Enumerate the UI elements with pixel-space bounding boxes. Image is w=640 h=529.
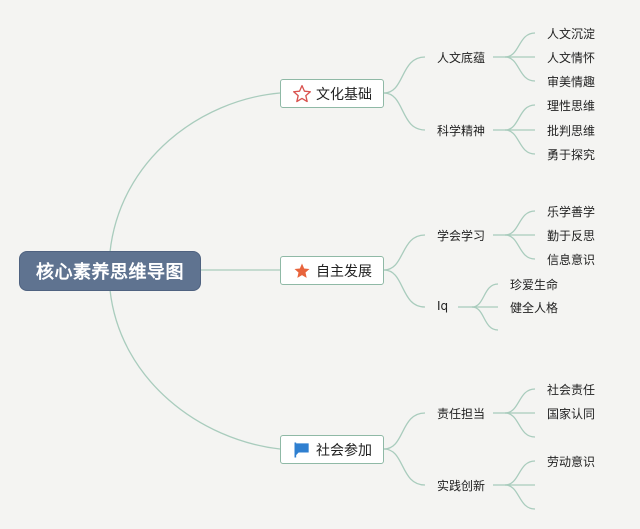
branch-label: 自主发展 (316, 263, 372, 280)
subtopic-iq[interactable]: Iq (437, 299, 449, 313)
subtopic-humanities[interactable]: 人文底蕴 (437, 51, 486, 65)
connector-culture-science (383, 92, 426, 131)
star-outline-icon (292, 84, 312, 104)
connector-development-iq (383, 269, 426, 308)
leaf-topic[interactable]: 审美情趣 (547, 75, 596, 89)
connector-society-practice (383, 448, 426, 486)
connector-lines (109, 32, 536, 510)
root-topic[interactable]: 核心素养思维导图 (20, 252, 200, 290)
flag-icon (292, 440, 312, 460)
leaf-topic[interactable]: 勤于反思 (547, 229, 596, 243)
leaf-topic[interactable]: 人文情怀 (547, 51, 596, 65)
connector-root-society (109, 289, 281, 450)
leaf-topic[interactable]: 信息意识 (547, 253, 596, 267)
branch-label: 文化基础 (316, 86, 372, 103)
leaf-topic[interactable]: 乐学善学 (547, 205, 596, 219)
subtopic-learning[interactable]: 学会学习 (437, 229, 486, 243)
leaf-topic[interactable]: 社会责任 (547, 383, 596, 397)
branch-self-development[interactable]: 自主发展 (280, 256, 384, 285)
leaf-topic[interactable]: 理性思维 (547, 99, 596, 113)
subtopic-science-spirit[interactable]: 科学精神 (437, 124, 486, 138)
connector-root-culture (109, 92, 281, 253)
leaf-topic[interactable]: 勇于探究 (547, 148, 596, 162)
leaf-topic[interactable]: 国家认同 (547, 407, 596, 421)
leaf-topic[interactable]: 劳动意识 (547, 455, 596, 469)
star-filled-icon (292, 261, 312, 281)
branch-culture-foundation[interactable]: 文化基础 (280, 79, 384, 108)
branch-label: 社会参加 (316, 442, 372, 459)
leaf-topic[interactable]: 健全人格 (510, 301, 559, 315)
connector-society-responsibility (383, 412, 426, 450)
connector-development-learning (383, 234, 426, 271)
leaf-topic[interactable]: 人文沉淀 (547, 27, 596, 41)
subtopic-responsibility[interactable]: 责任担当 (437, 407, 486, 421)
connector-culture-humanities (383, 56, 426, 94)
root-topic-label: 核心素养思维导图 (36, 262, 184, 283)
subtopic-practice-innovation[interactable]: 实践创新 (437, 479, 486, 493)
leaf-topic[interactable]: 批判思维 (547, 124, 596, 138)
branch-social-participation[interactable]: 社会参加 (280, 435, 384, 464)
leaf-topic[interactable]: 珍爱生命 (510, 278, 559, 292)
